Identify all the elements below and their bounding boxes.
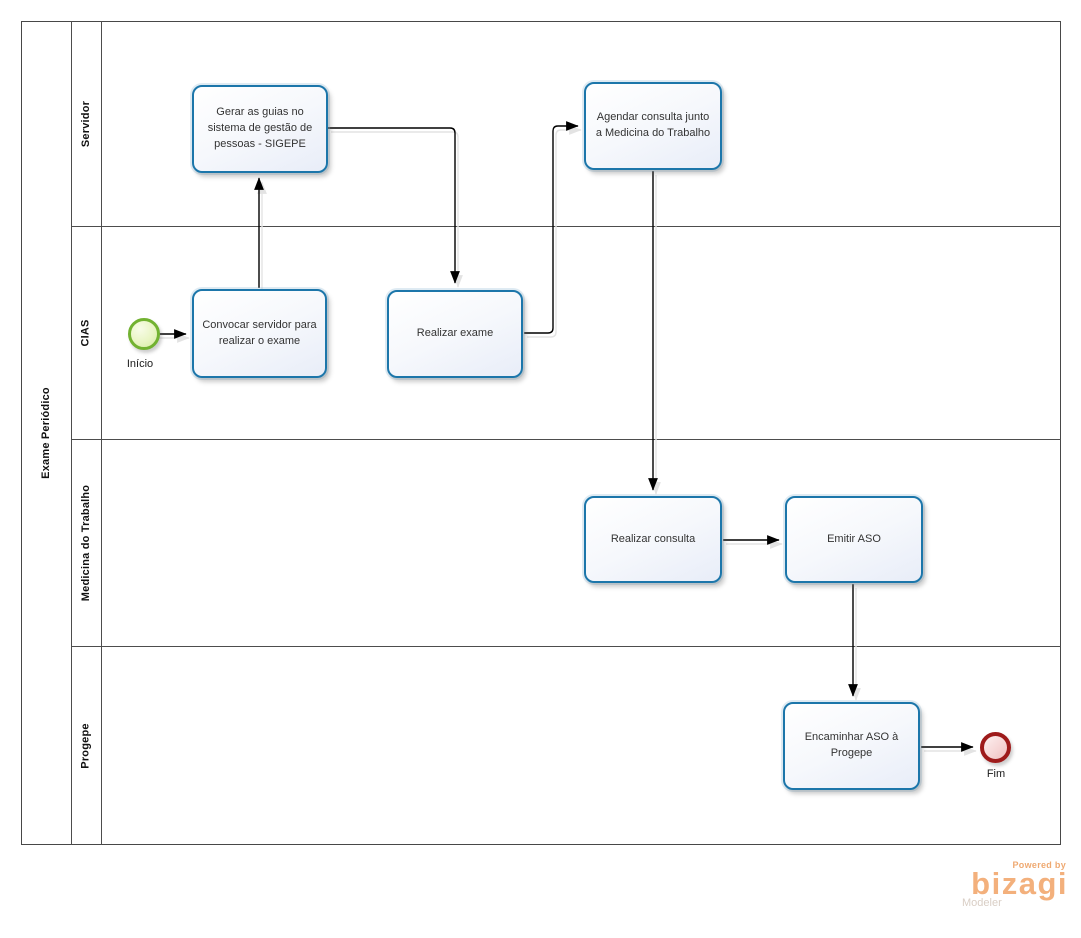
task-agendar-consulta[interactable]: Agendar consulta junto a Medicina do Tra…: [584, 82, 722, 170]
task-label: Encaminhar ASO à Progepe: [804, 731, 899, 759]
task-realizar-exame[interactable]: Realizar exame: [387, 290, 523, 378]
pool-title-divider: [71, 21, 72, 845]
task-encaminhar-aso-progepe[interactable]: Encaminhar ASO à Progepe: [783, 702, 920, 790]
bizagi-wordmark: bizagi: [971, 866, 1068, 901]
powered-by-text: Powered by: [1012, 860, 1066, 870]
task-label: Emitir ASO: [827, 532, 881, 545]
lane-divider-3: [71, 646, 1061, 647]
lane-label-servidor: Servidor: [80, 100, 93, 147]
modeler-text: Modeler: [962, 896, 1002, 909]
end-event-circle[interactable]: [980, 732, 1011, 763]
pool-title: Exame Periódico: [40, 387, 52, 479]
lane-divider-1: [71, 226, 1061, 227]
lane-label-cias: CIAS: [80, 318, 92, 347]
lane-label-progepe: Progepe: [80, 722, 93, 769]
task-convocar-servidor[interactable]: Convocar servidor para realizar o exame: [192, 289, 327, 378]
task-label: Realizar consulta: [610, 532, 696, 545]
pool-outline: [21, 21, 1061, 845]
lane-label-divider: [101, 21, 102, 845]
bizagi-logo: Powered by bizagi Modeler: [958, 860, 1068, 909]
task-label: Agendar consulta junto a Medicina do Tra…: [595, 111, 711, 139]
lane-divider-2: [71, 439, 1061, 440]
start-event-label: Início: [126, 358, 154, 370]
lane-label-medicina-do-trabalho: Medicina do Trabalho: [80, 484, 92, 601]
task-emitir-aso[interactable]: Emitir ASO: [785, 496, 923, 583]
task-realizar-consulta[interactable]: Realizar consulta: [584, 496, 722, 583]
task-label: Convocar servidor para realizar o exame: [202, 318, 317, 347]
end-event-label: Fim: [986, 768, 1006, 780]
task-label: Realizar exame: [416, 327, 494, 340]
task-label: Gerar as guias no sistema de gestão de p…: [207, 106, 313, 150]
task-gerar-guias-sigepe[interactable]: Gerar as guias no sistema de gestão de p…: [192, 85, 328, 173]
start-event-circle[interactable]: [128, 318, 160, 350]
